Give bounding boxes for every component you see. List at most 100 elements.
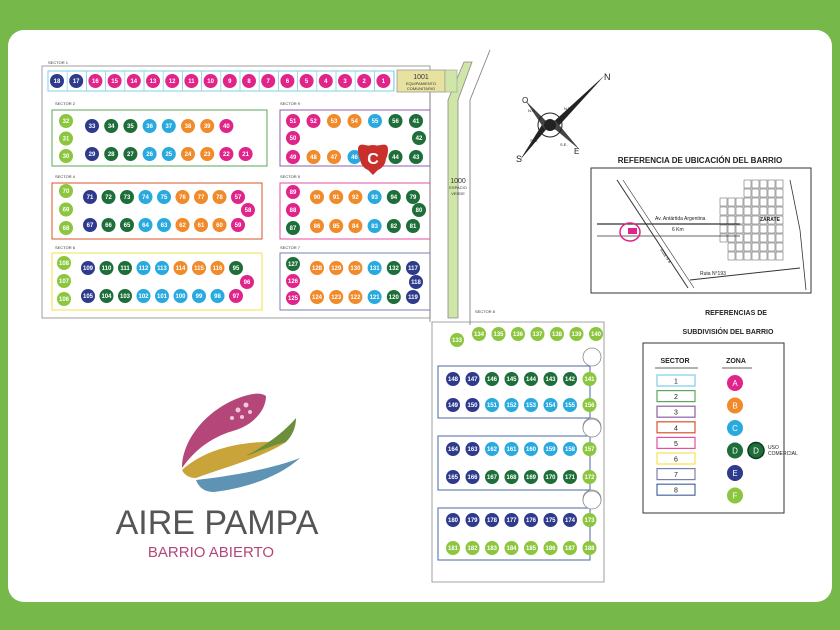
lot-171[interactable]: 171 <box>563 470 577 484</box>
lot-128[interactable]: 128 <box>310 261 324 275</box>
lot-6[interactable]: 6 <box>280 74 295 88</box>
lot-184[interactable]: 184 <box>504 541 519 555</box>
lot-148[interactable]: 148 <box>446 372 460 386</box>
lot-67[interactable]: 67 <box>83 218 97 232</box>
lot-158[interactable]: 158 <box>563 442 577 456</box>
lot-27[interactable]: 27 <box>123 147 138 161</box>
lot-136[interactable]: 136 <box>511 327 525 341</box>
lot-42[interactable]: 42 <box>412 131 426 145</box>
lot-137[interactable]: 137 <box>530 327 545 341</box>
lot-62[interactable]: 62 <box>175 218 190 232</box>
lot-101[interactable]: 101 <box>155 289 169 303</box>
lot-130[interactable]: 130 <box>348 261 363 275</box>
lot-40[interactable]: 40 <box>219 119 234 133</box>
lot-120[interactable]: 120 <box>386 290 401 304</box>
lot-57[interactable]: 57 <box>231 190 245 204</box>
lot-46[interactable]: 46 <box>347 150 362 164</box>
lot-82[interactable]: 82 <box>386 219 401 233</box>
lot-39[interactable]: 39 <box>200 119 215 133</box>
lot-103[interactable]: 103 <box>118 289 132 303</box>
lot-54[interactable]: 54 <box>347 114 362 128</box>
lot-100[interactable]: 100 <box>173 289 188 303</box>
lot-48[interactable]: 48 <box>306 150 321 164</box>
lot-177[interactable]: 177 <box>504 513 519 527</box>
lot-118[interactable]: 118 <box>409 275 423 289</box>
lot-154[interactable]: 154 <box>543 398 558 412</box>
lot-14[interactable]: 14 <box>126 74 141 88</box>
lot-182[interactable]: 182 <box>465 541 480 555</box>
lot-24[interactable]: 24 <box>181 147 195 161</box>
lot-127[interactable]: 127 <box>286 257 300 271</box>
lot-4[interactable]: 4 <box>318 74 333 88</box>
lot-81[interactable]: 81 <box>406 219 420 233</box>
lot-55[interactable]: 55 <box>368 114 382 128</box>
lot-104[interactable]: 104 <box>99 289 114 303</box>
lot-11[interactable]: 11 <box>184 74 199 88</box>
lot-113[interactable]: 113 <box>155 261 169 275</box>
lot-30[interactable]: 30 <box>59 149 73 163</box>
lot-51[interactable]: 51 <box>286 114 300 128</box>
lot-167[interactable]: 167 <box>485 470 499 484</box>
lot-8[interactable]: 8 <box>242 74 256 88</box>
lot-146[interactable]: 146 <box>485 372 499 386</box>
lot-152[interactable]: 152 <box>504 398 519 412</box>
lot-105[interactable]: 105 <box>81 289 95 303</box>
lot-35[interactable]: 35 <box>123 119 138 133</box>
lot-156[interactable]: 156 <box>582 398 597 412</box>
lot-107[interactable]: 107 <box>57 274 71 288</box>
lot-142[interactable]: 142 <box>563 372 577 386</box>
lot-38[interactable]: 38 <box>181 119 195 133</box>
lot-160[interactable]: 160 <box>524 442 538 456</box>
lot-162[interactable]: 162 <box>485 442 499 456</box>
lot-76[interactable]: 76 <box>175 190 190 204</box>
lot-94[interactable]: 94 <box>386 190 401 204</box>
lot-25[interactable]: 25 <box>161 147 176 161</box>
lot-173[interactable]: 173 <box>582 513 597 527</box>
lot-56[interactable]: 56 <box>388 114 403 128</box>
lot-129[interactable]: 129 <box>329 261 344 275</box>
lot-90[interactable]: 90 <box>310 190 324 204</box>
lot-178[interactable]: 178 <box>485 513 499 527</box>
lot-26[interactable]: 26 <box>142 147 157 161</box>
lot-139[interactable]: 139 <box>569 327 584 341</box>
lot-119[interactable]: 119 <box>406 290 420 304</box>
lot-63[interactable]: 63 <box>157 218 171 232</box>
lot-44[interactable]: 44 <box>388 150 403 164</box>
lot-131[interactable]: 131 <box>367 261 382 275</box>
lot-117[interactable]: 117 <box>406 261 420 275</box>
lot-93[interactable]: 93 <box>367 190 382 204</box>
lot-92[interactable]: 92 <box>348 190 363 204</box>
lot-65[interactable]: 65 <box>120 218 134 232</box>
lot-138[interactable]: 138 <box>550 327 564 341</box>
lot-53[interactable]: 53 <box>327 114 341 128</box>
lot-49[interactable]: 49 <box>286 150 300 164</box>
lot-111[interactable]: 111 <box>118 261 132 275</box>
lot-96[interactable]: 96 <box>240 275 254 289</box>
lot-77[interactable]: 77 <box>194 190 208 204</box>
lot-121[interactable]: 121 <box>367 290 382 304</box>
lot-147[interactable]: 147 <box>465 372 480 386</box>
lot-64[interactable]: 64 <box>138 218 153 232</box>
lot-83[interactable]: 83 <box>367 219 382 233</box>
lot-134[interactable]: 134 <box>472 327 486 341</box>
lot-141[interactable]: 141 <box>582 372 597 386</box>
lot-168[interactable]: 168 <box>504 470 519 484</box>
lot-176[interactable]: 176 <box>524 513 538 527</box>
lot-41[interactable]: 41 <box>409 114 423 128</box>
lot-153[interactable]: 153 <box>524 398 538 412</box>
lot-132[interactable]: 132 <box>386 261 401 275</box>
lot-68[interactable]: 68 <box>59 221 73 235</box>
lot-114[interactable]: 114 <box>173 261 188 275</box>
lot-86[interactable]: 86 <box>310 219 324 233</box>
lot-112[interactable]: 112 <box>136 261 151 275</box>
lot-22[interactable]: 22 <box>219 147 234 161</box>
lot-186[interactable]: 186 <box>543 541 558 555</box>
lot-180[interactable]: 180 <box>446 513 460 527</box>
lot-165[interactable]: 165 <box>446 470 460 484</box>
lot-188[interactable]: 188 <box>582 541 597 555</box>
lot-33[interactable]: 33 <box>85 119 99 133</box>
lot-149[interactable]: 149 <box>446 398 460 412</box>
lot-28[interactable]: 28 <box>104 147 119 161</box>
lot-47[interactable]: 47 <box>327 150 341 164</box>
lot-3[interactable]: 3 <box>338 74 352 88</box>
